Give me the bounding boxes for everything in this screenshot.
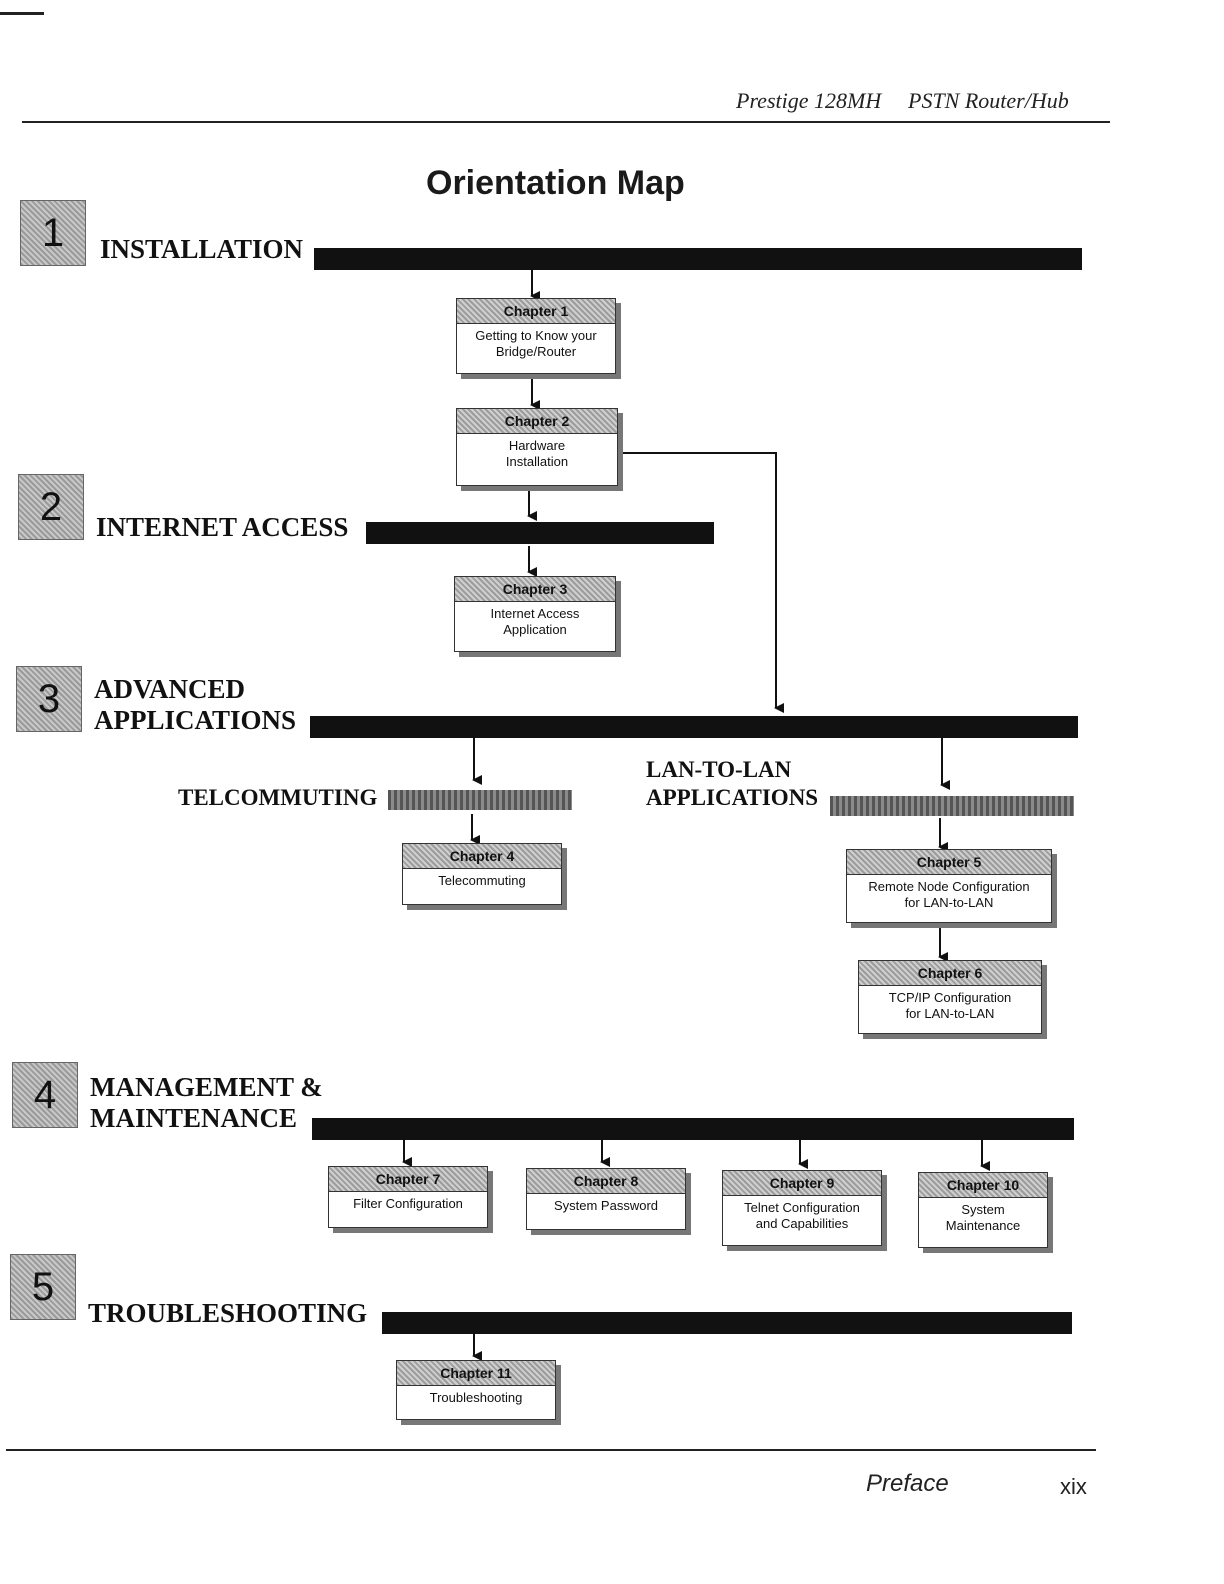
- line-ch2-advanced: [620, 452, 784, 713]
- chapter-6-desc-line1: TCP/IP Configuration: [888, 990, 1012, 1005]
- header-rule: [22, 121, 1110, 123]
- subsection-label-telcommuting: TELCOMMUTING: [178, 785, 378, 810]
- chapter-1-heading: Chapter 1: [457, 299, 615, 324]
- footer-page-number: xix: [1060, 1474, 1087, 1499]
- section-bar-management: [312, 1118, 1074, 1140]
- chapter-6-box[interactable]: Chapter 6 TCP/IP Configuration for LAN-t…: [858, 960, 1042, 1034]
- header-device: PSTN Router/Hub: [908, 88, 1069, 113]
- section-label-management-line2: MAINTENANCE: [90, 1103, 298, 1133]
- section-bar-troubleshooting: [382, 1312, 1072, 1334]
- chapter-5-desc-line1: Remote Node Configuration: [868, 879, 1030, 894]
- chapter-3-box[interactable]: Chapter 3 Internet Access Application: [454, 576, 616, 652]
- chapter-1-box[interactable]: Chapter 1 Getting to Know your Bridge/Ro…: [456, 298, 616, 374]
- chapter-10-heading: Chapter 10: [919, 1173, 1047, 1198]
- page-title: Orientation Map: [426, 164, 685, 202]
- chapter-8-desc-line1: System Password: [553, 1198, 659, 1213]
- chapter-2-desc-line2: Installation: [505, 454, 569, 469]
- section-bar-installation: [314, 248, 1082, 270]
- chapter-11-desc-line1: Troubleshooting: [429, 1390, 523, 1405]
- chapter-1-desc-line2: Bridge/Router: [495, 344, 577, 359]
- subsection-label-lan-line2: APPLICATIONS: [646, 785, 819, 810]
- section-label-advanced-line1: ADVANCED: [94, 674, 246, 704]
- chapter-11-heading: Chapter 11: [397, 1361, 555, 1386]
- chapter-2-box[interactable]: Chapter 2 Hardware Installation: [456, 408, 618, 486]
- chapter-5-box[interactable]: Chapter 5 Remote Node Configuration for …: [846, 849, 1052, 923]
- section-number-1: 1: [20, 200, 86, 266]
- chapter-4-box[interactable]: Chapter 4 Telecommuting: [402, 843, 562, 905]
- subsection-bar-telcommuting: [388, 790, 572, 810]
- section-number-4: 4: [12, 1062, 78, 1128]
- chapter-2-heading: Chapter 2: [457, 409, 617, 434]
- chapter-8-heading: Chapter 8: [527, 1169, 685, 1194]
- section-label-management-line1: MANAGEMENT &: [90, 1072, 323, 1102]
- section-number-3: 3: [16, 666, 82, 732]
- chapter-9-heading: Chapter 9: [723, 1171, 881, 1196]
- chapter-3-heading: Chapter 3: [455, 577, 615, 602]
- chapter-6-desc-line2: for LAN-to-LAN: [905, 1006, 995, 1021]
- chapter-7-heading: Chapter 7: [329, 1167, 487, 1192]
- chapter-4-desc-line1: Telecommuting: [438, 873, 526, 888]
- chapter-11-box[interactable]: Chapter 11 Troubleshooting: [396, 1360, 556, 1420]
- chapter-8-box[interactable]: Chapter 8 System Password: [526, 1168, 686, 1230]
- chapter-5-heading: Chapter 5: [847, 850, 1051, 875]
- subsection-label-lan-line1: LAN-TO-LAN: [646, 757, 792, 782]
- chapter-9-desc-line1: Telnet Configuration: [744, 1200, 860, 1215]
- chapter-4-heading: Chapter 4: [403, 844, 561, 869]
- section-bar-internet-access: [366, 522, 714, 544]
- chapter-2-desc-line1: Hardware: [508, 438, 566, 453]
- chapter-5-desc-line2: for LAN-to-LAN: [904, 895, 994, 910]
- chapter-7-desc-line1: Filter Configuration: [353, 1196, 463, 1211]
- chapter-1-desc-line1: Getting to Know your: [475, 328, 597, 343]
- section-label-troubleshooting: TROUBLESHOOTING: [88, 1298, 368, 1328]
- chapter-10-box[interactable]: Chapter 10 System Maintenance: [918, 1172, 1048, 1248]
- section-bar-advanced: [310, 716, 1078, 738]
- chapter-9-desc-line2: and Capabilities: [755, 1216, 849, 1231]
- footer-section: Preface: [866, 1470, 949, 1497]
- section-label-installation: INSTALLATION: [100, 234, 304, 264]
- section-label-internet-access: INTERNET ACCESS: [96, 512, 349, 542]
- footer-rule: [6, 1449, 1096, 1451]
- chapter-10-desc-line2: Maintenance: [945, 1218, 1021, 1233]
- section-number-5: 5: [10, 1254, 76, 1320]
- subsection-bar-lan: [830, 796, 1074, 816]
- corner-mark: [0, 12, 44, 15]
- chapter-7-box[interactable]: Chapter 7 Filter Configuration: [328, 1166, 488, 1228]
- chapter-3-desc-line1: Internet Access: [490, 606, 580, 621]
- chapter-6-heading: Chapter 6: [859, 961, 1041, 986]
- section-number-2: 2: [18, 474, 84, 540]
- header-product: Prestige 128MH: [736, 88, 882, 113]
- section-label-advanced-line2: APPLICATIONS: [94, 705, 297, 735]
- chapter-3-desc-line2: Application: [503, 622, 567, 637]
- chapter-9-box[interactable]: Chapter 9 Telnet Configuration and Capab…: [722, 1170, 882, 1246]
- chapter-10-desc-line1: System: [961, 1202, 1005, 1217]
